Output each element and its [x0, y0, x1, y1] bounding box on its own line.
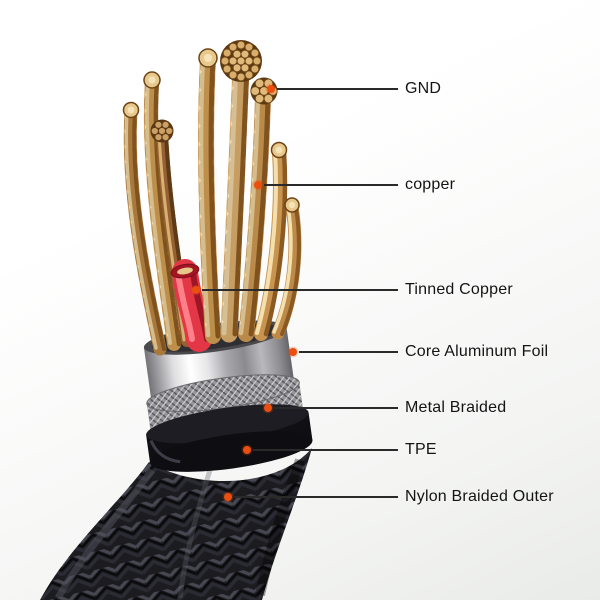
label-text: TPE [405, 441, 437, 458]
label-gnd: GND [267, 79, 441, 99]
wire-end [143, 71, 161, 89]
label-tinned-copper: Tinned Copper [192, 280, 513, 300]
copper-strand [271, 200, 302, 340]
label-nylon-braided-outer: Nylon Braided Outer [224, 487, 554, 507]
wire-end [198, 48, 218, 68]
label-text: Metal Braided [405, 399, 507, 416]
copper-strand [220, 57, 250, 343]
leader-line [274, 407, 398, 409]
tpe-ring [146, 404, 313, 472]
stranded-wire-end [150, 119, 174, 143]
leader-line [264, 184, 398, 186]
leader-line [277, 88, 398, 90]
label-text: Nylon Braided Outer [405, 488, 554, 505]
callout-dot-icon [254, 181, 262, 189]
copper-strand [254, 145, 288, 341]
callout-dot-icon [289, 348, 297, 356]
wire-end [284, 197, 300, 213]
copper-strand [123, 105, 167, 356]
label-text: Tinned Copper [405, 281, 513, 298]
label-text: GND [405, 80, 442, 97]
label-tpe: TPE [243, 440, 437, 460]
wire-end [270, 141, 288, 159]
leader-line [234, 496, 398, 498]
leader-line [299, 351, 398, 353]
callout-dot-icon [264, 404, 272, 412]
copper-strand [198, 52, 221, 344]
stranded-wire-end-large [220, 40, 262, 82]
nylon-braided-outer [40, 448, 312, 600]
copper-wires [123, 52, 302, 356]
copper-strand [143, 75, 182, 351]
label-text: Core Aluminum Foil [405, 343, 549, 360]
wire-end [122, 101, 140, 119]
callout-dot-icon [224, 493, 232, 501]
callout-dot-icon [267, 85, 275, 93]
label-text: copper [405, 176, 456, 193]
label-core-aluminum-foil: Core Aluminum Foil [289, 342, 548, 362]
callout-dot-icon [192, 286, 200, 294]
label-metal-braided: Metal Braided [264, 398, 506, 418]
leader-line [202, 289, 398, 291]
label-copper: copper [254, 175, 455, 195]
callout-dot-icon [243, 446, 251, 454]
red-wire-end [170, 263, 200, 279]
copper-strand [238, 88, 271, 342]
leader-line [253, 449, 398, 451]
